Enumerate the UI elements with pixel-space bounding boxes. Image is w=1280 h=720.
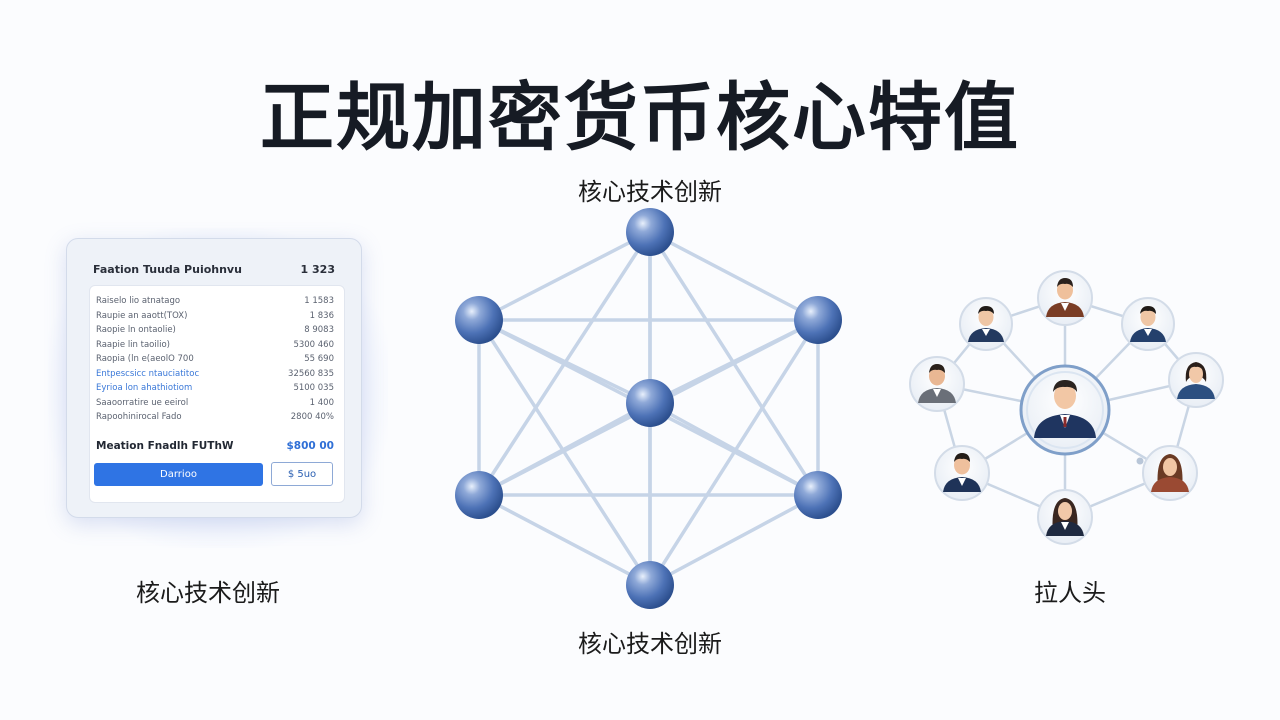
row-label: Eyrioa lon ahathiotiom — [96, 383, 193, 393]
card-row: Raopia (ln e(aeolO 700 55 690 — [96, 352, 334, 367]
row-label: Rapoohinirocal Fado — [96, 412, 182, 422]
avatar-top — [1037, 270, 1093, 326]
row-value: 8 9083 — [304, 325, 334, 335]
node-upper-left — [455, 296, 503, 344]
row-label: Raiselo lio atnatago — [96, 296, 181, 306]
row-value: 5300 460 — [293, 339, 334, 350]
network-nodes — [455, 208, 842, 609]
network-bottom-label: 核心技术创新 — [578, 630, 722, 658]
row-label: Raopia (ln e(aeolO 700 — [96, 354, 194, 364]
network-top-label: 核心技术创新 — [578, 178, 722, 206]
row-label: Raopie ln ontaolie) — [96, 325, 176, 335]
card-total: Meation Fnadlh FUThW $800 00 — [96, 440, 334, 452]
primary-button[interactable]: Darrioo — [94, 463, 263, 486]
total-amount: $800 00 — [286, 440, 335, 452]
total-label: Meation Fnadlh FUThW — [96, 440, 234, 452]
card-rows: Raiselo lio atnatago 1 1583 Raupie an aao… — [96, 294, 334, 425]
edge — [478, 230, 651, 322]
people-nodes — [909, 270, 1224, 545]
avatar-right — [1168, 352, 1224, 408]
row-value: 5100 035 — [293, 383, 334, 393]
row-value: 1 1583 — [304, 296, 334, 306]
node-lower-left — [455, 471, 503, 519]
card-row: Eyrioa lon ahathiotiom 5100 035 — [96, 381, 334, 396]
avatar-center — [1019, 364, 1111, 456]
row-value: 55 690 — [304, 354, 334, 364]
card-header-value: 1 323 — [300, 263, 335, 276]
avatar-left — [909, 356, 965, 412]
node-upper-right — [794, 296, 842, 344]
secondary-button[interactable]: $ 5uo — [271, 462, 333, 486]
edge — [478, 401, 651, 497]
row-value: 2800 40% — [290, 412, 334, 422]
row-value: 1 836 — [309, 310, 334, 321]
avatar-lower-left — [934, 445, 990, 501]
people-caption: 拉人头 — [1034, 579, 1106, 607]
node-lower-right — [794, 471, 842, 519]
node-center — [626, 379, 674, 427]
edge — [478, 493, 651, 587]
card-row: Raopie ln ontaolie) 8 9083 — [96, 323, 334, 338]
row-label: Entpescsicc ntauciatitoc — [96, 368, 200, 379]
card-row: Rapoohinirocal Fado 2800 40% — [96, 410, 334, 425]
edge — [648, 319, 820, 586]
row-label: Raupie an aaott(TOX) — [96, 310, 188, 321]
page-title: 正规加密货币核心特值 — [260, 75, 1020, 161]
node-top — [626, 208, 674, 256]
card-header-title: Faation Tuuda Puiohnvu — [93, 263, 242, 276]
row-label: Raapie lin taoilio) — [96, 339, 170, 350]
card-row: Raiselo lio atnatago 1 1583 — [96, 294, 334, 309]
row-label: Saaoorratire ue eeirol — [96, 397, 189, 408]
edge — [649, 230, 819, 322]
card-header: Faation Tuuda Puiohnvu 1 323 — [93, 263, 335, 276]
edge — [649, 493, 819, 587]
card-row: Saaoorratire ue eeirol 1 400 — [96, 396, 334, 411]
avatar-bottom — [1037, 489, 1093, 545]
card-row: Raapie lin taoilio) 5300 460 — [96, 338, 334, 353]
node-bottom — [626, 561, 674, 609]
card-caption: 核心技术创新 — [136, 579, 280, 607]
card-row: Entpescsicc ntauciatitoc 32560 835 — [96, 367, 334, 382]
edge — [649, 401, 819, 497]
row-value: 32560 835 — [288, 368, 334, 379]
avatar-upper-right — [1121, 297, 1175, 351]
avatar-upper-left — [959, 297, 1013, 351]
avatar-lower-right — [1142, 445, 1198, 501]
row-value: 1 400 — [309, 397, 334, 408]
card-row: Raupie an aaott(TOX) 1 836 — [96, 309, 334, 324]
